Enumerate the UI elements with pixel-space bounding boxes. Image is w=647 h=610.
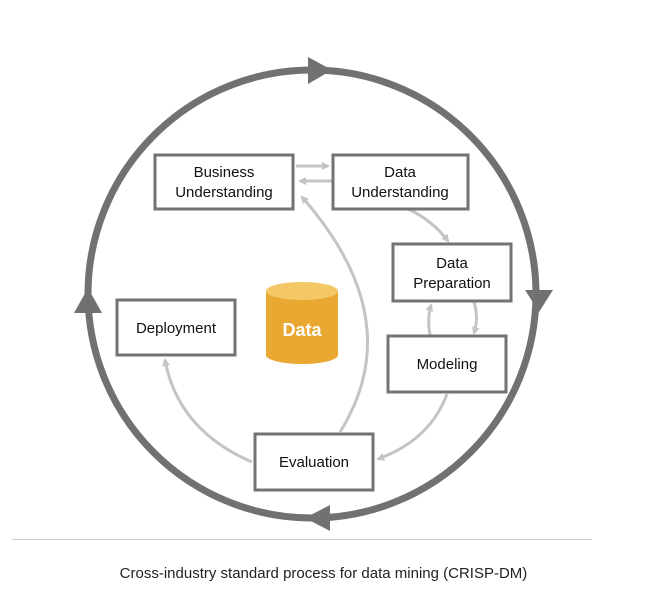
- phase-label-line-1: Data: [436, 255, 468, 272]
- phase-business-understanding: Business Understanding: [153, 153, 295, 211]
- data-cylinder: Data: [266, 282, 338, 364]
- outer-cycle-arrow-left: [74, 288, 102, 313]
- arrow-data-understanding-to-preparation: [407, 207, 450, 243]
- phase-label-line-2: Preparation: [413, 275, 491, 292]
- phase-data-understanding: Data Understanding: [331, 153, 470, 211]
- phase-deployment: Deployment: [115, 298, 237, 357]
- phase-label: Deployment: [136, 320, 217, 337]
- figure-caption: Cross-industry standard process for data…: [119, 565, 528, 582]
- phase-box: [391, 242, 513, 303]
- phase-label-line-2: Understanding: [175, 184, 273, 201]
- outer-cycle-arrow-bottom: [305, 505, 330, 531]
- arrow-modeling-to-preparation: [425, 303, 434, 336]
- phase-label: Evaluation: [279, 454, 349, 471]
- phase-modeling: Modeling: [386, 334, 508, 394]
- phase-evaluation: Evaluation: [253, 432, 375, 492]
- cylinder-body: [266, 291, 338, 364]
- outer-cycle-arrow-right: [525, 290, 553, 312]
- phase-box: [253, 432, 375, 492]
- arrow-evaluation-to-business: [300, 195, 369, 433]
- outer-cycle-arrow-top: [308, 57, 332, 84]
- phase-label: Modeling: [417, 356, 478, 373]
- phase-box: [331, 153, 470, 211]
- phase-data-preparation: Data Preparation: [391, 242, 513, 303]
- phase-label-line-1: Business: [194, 164, 255, 181]
- arrow-modeling-to-evaluation: [376, 393, 449, 461]
- arrow-evaluation-to-deployment: [162, 358, 253, 464]
- phase-label-line-2: Understanding: [351, 184, 449, 201]
- phase-box: [115, 298, 237, 357]
- crisp-dm-diagram: Business Understanding Data Understandin…: [74, 57, 553, 531]
- arrow-preparation-to-modeling: [472, 301, 480, 335]
- phase-box: [153, 153, 295, 211]
- phase-box: [386, 334, 508, 394]
- data-label: Data: [282, 320, 322, 340]
- phase-label-line-1: Data: [384, 164, 416, 181]
- caption-divider: [12, 539, 592, 540]
- cylinder-top: [266, 282, 338, 300]
